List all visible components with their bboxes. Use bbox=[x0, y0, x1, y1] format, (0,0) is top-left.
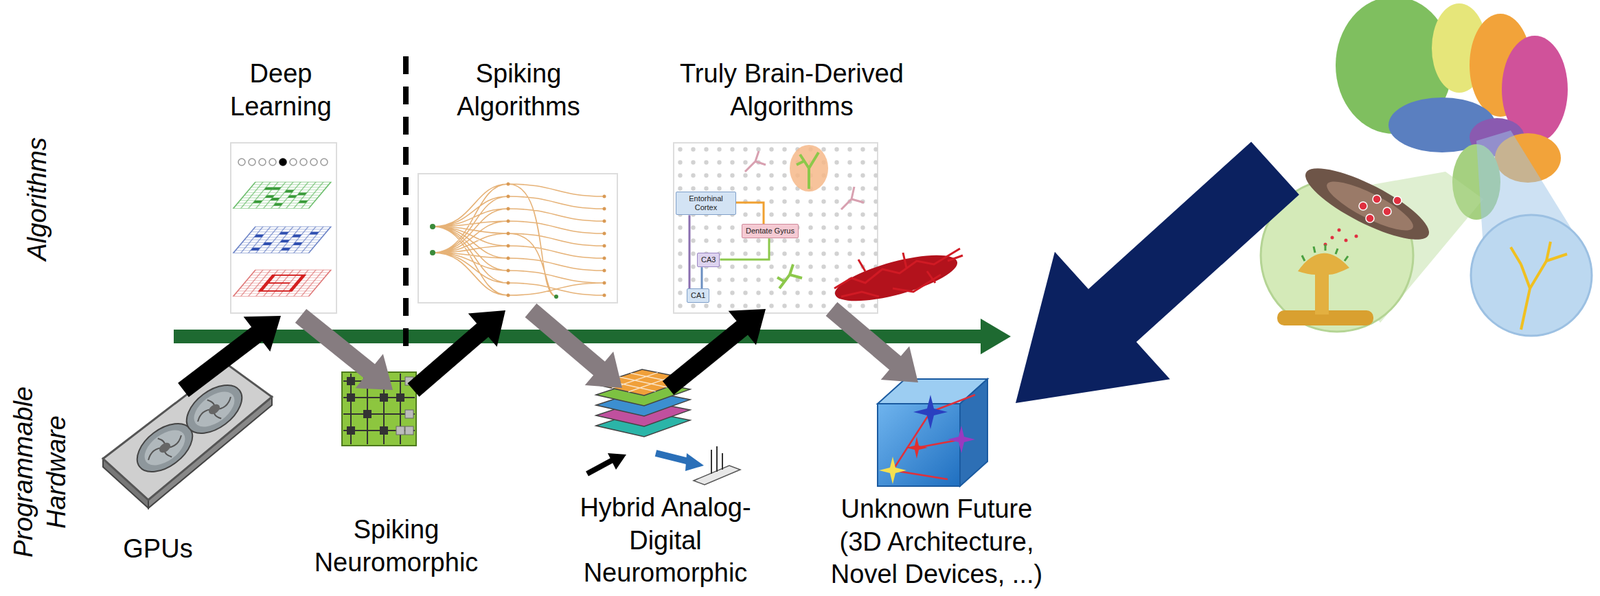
axis-label: Programmable Hardware bbox=[7, 382, 73, 562]
region-name: CA1 bbox=[690, 291, 706, 301]
axis-label-holder: Programmable Hardware bbox=[7, 382, 73, 562]
pathway-line bbox=[701, 267, 703, 289]
progression-arrow bbox=[525, 303, 623, 388]
region-name: CA3 bbox=[701, 255, 716, 265]
brain-region-box: Dentate Gyrus bbox=[741, 223, 799, 239]
arrow-body bbox=[662, 309, 766, 395]
future-cube bbox=[877, 379, 988, 487]
line-body bbox=[688, 214, 691, 289]
stage-caption: Spiking Algorithms bbox=[449, 57, 588, 123]
progression-arrow bbox=[177, 315, 281, 397]
hardware-stage: Hybrid Analog-Digital Neuromorphic bbox=[573, 387, 758, 592]
algorithm-stage: Truly Brain-Derived AlgorithmsEntorhinal… bbox=[659, 53, 969, 310]
line-body bbox=[736, 202, 764, 224]
pathway-line bbox=[719, 238, 770, 260]
brain-region-box: Entorhinal Cortex bbox=[675, 191, 737, 215]
progression-arrow bbox=[295, 309, 393, 391]
brain-region-box: CA3 bbox=[696, 252, 720, 268]
pathway-line bbox=[689, 214, 691, 289]
neural-tissue bbox=[830, 245, 963, 311]
stage-caption: Deep Learning bbox=[222, 57, 340, 123]
hardware-stage: Unknown Future (3D Architecture, Novel D… bbox=[820, 382, 1055, 593]
arrow-body bbox=[525, 303, 623, 388]
arrow-body bbox=[826, 302, 919, 383]
brain-derived-figure bbox=[673, 142, 963, 314]
arrow-body bbox=[407, 310, 506, 397]
line-body bbox=[701, 267, 704, 289]
brain-inspiration-arrow bbox=[1015, 141, 1300, 404]
hardware-stage: Spiking Neuromorphic bbox=[304, 390, 489, 591]
line-body bbox=[719, 238, 770, 260]
algorithm-stage: Deep Learning bbox=[199, 53, 364, 316]
region-name: Entorhinal Cortex bbox=[679, 194, 733, 213]
stage-caption: Unknown Future (3D Architecture, Novel D… bbox=[823, 493, 1050, 592]
stage-caption: GPUs bbox=[89, 532, 227, 566]
progression-arrow bbox=[826, 302, 919, 383]
pathway-line bbox=[736, 202, 764, 224]
spiking-network-figure bbox=[418, 173, 618, 303]
axis-label: Algorithms bbox=[21, 116, 55, 282]
algorithm-stage: Spiking Algorithms bbox=[415, 53, 622, 311]
brain-region-box: CA1 bbox=[686, 288, 710, 303]
arrow-body bbox=[177, 315, 281, 397]
hardware-stage: GPUs bbox=[82, 390, 275, 591]
region-name: Dentate Gyrus bbox=[745, 226, 795, 236]
brain-illustration bbox=[1015, 0, 1592, 404]
arrow-body bbox=[295, 309, 393, 391]
deep-learning-figure bbox=[230, 142, 337, 314]
stage-caption: Hybrid Analog-Digital Neuromorphic bbox=[576, 491, 755, 590]
progression-arrow bbox=[407, 310, 506, 397]
stage-caption: Spiking Neuromorphic bbox=[306, 513, 486, 579]
era-divider bbox=[403, 56, 409, 353]
stage-caption: Truly Brain-Derived Algorithms bbox=[664, 57, 919, 123]
progression-arrow bbox=[662, 309, 766, 395]
axis-label-holder: Algorithms bbox=[21, 116, 55, 282]
